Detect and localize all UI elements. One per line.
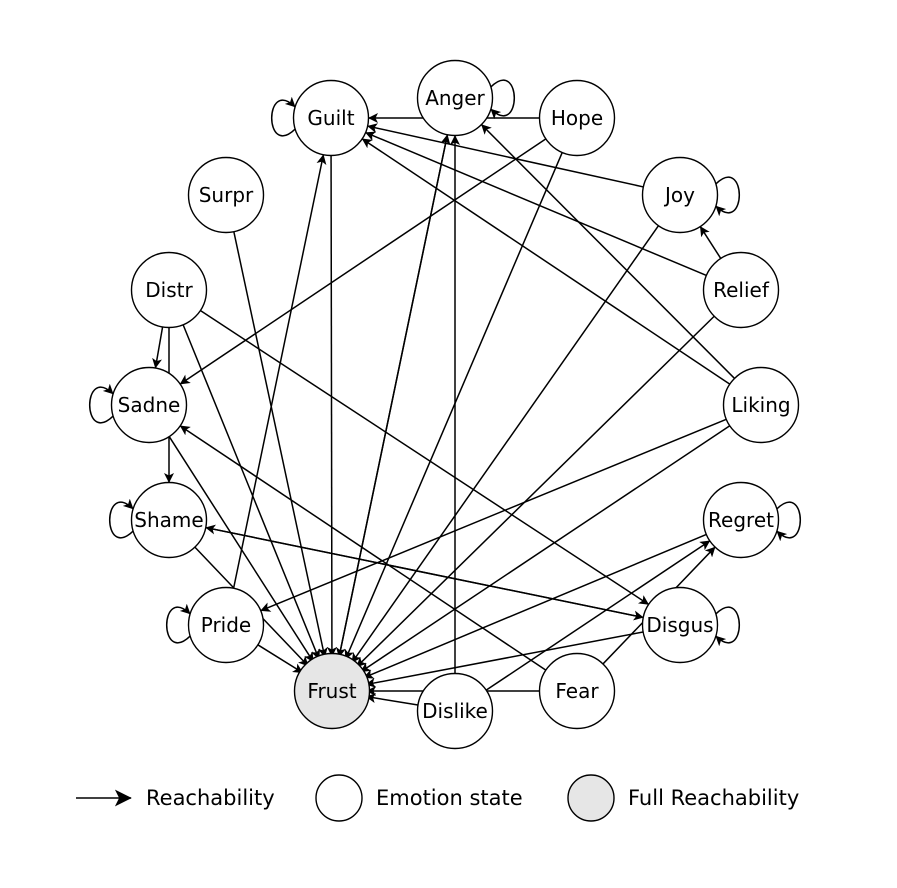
edge-liking-to-anger [480, 124, 736, 379]
node-label-pride: Pride [201, 613, 252, 637]
node-label-relief: Relief [713, 278, 770, 302]
node-label-disgus: Disgus [646, 613, 713, 637]
self-loop-anger [490, 79, 516, 120]
node-label-regret: Regret [708, 508, 774, 532]
edge-dislike-to-regret [485, 540, 711, 691]
edge-joy-to-frust [351, 225, 660, 664]
legend-emotion-state-icon [315, 774, 363, 822]
edge-liking-to-guilt [361, 138, 731, 385]
edge-relief-to-guilt [365, 131, 707, 277]
legend: Reachability Emotion state Full Reachabi… [76, 774, 799, 822]
self-loop-pride [165, 603, 191, 644]
node-label-shame: Shame [134, 508, 203, 532]
node-surpr: Surpr [187, 156, 265, 234]
node-circle-frust [293, 652, 371, 730]
edge-liking-to-frust [360, 425, 731, 673]
node-label-distr: Distr [145, 278, 193, 302]
node-label-liking: Liking [731, 393, 790, 417]
edge-joy-to-guilt [367, 123, 644, 188]
edge-distr-to-disgus [199, 309, 650, 606]
self-loop-regret [776, 501, 802, 542]
node-pride: Pride [187, 586, 265, 664]
legend-emotion-state-label: Emotion state [376, 786, 523, 810]
node-fear: Fear [538, 652, 616, 730]
node-label-anger: Anger [425, 86, 485, 110]
node-label-frust: Frust [307, 679, 356, 703]
node-joy: Joy [641, 156, 719, 234]
node-circle-dislike [416, 672, 494, 750]
node-sadne: Sadne [110, 366, 188, 444]
node-label-dislike: Dislike [422, 699, 488, 723]
node-circle-disgus [641, 586, 719, 664]
node-label-guilt: Guilt [307, 106, 354, 130]
edge-guilt-to-frust [326, 155, 337, 658]
node-label-hope: Hope [551, 106, 603, 130]
edge-disgus-to-frust [365, 631, 644, 688]
node-circle-pride [187, 586, 265, 664]
node-circle-relief [702, 251, 780, 329]
self-loops-layer [88, 79, 802, 647]
node-disgus: Disgus [641, 586, 719, 664]
legend-full-reachability-icon [567, 774, 615, 822]
node-circle-sadne [110, 366, 188, 444]
edge-hope-to-frust [344, 152, 563, 660]
edge-pride-to-frust [257, 644, 304, 674]
edge-relief-to-frust [356, 315, 715, 668]
edge-dislike-to-frust [365, 693, 419, 706]
node-label-joy: Joy [663, 183, 695, 207]
node-guilt: Guilt [292, 79, 370, 157]
node-relief: Relief [702, 251, 780, 329]
node-circle-regret [702, 481, 780, 559]
edge-pride-to-guilt [232, 154, 327, 589]
node-distr: Distr [130, 251, 208, 329]
self-loop-joy [715, 176, 741, 217]
self-loop-disgus [715, 606, 741, 647]
node-liking: Liking [722, 366, 800, 444]
node-circle-joy [641, 156, 719, 234]
self-loop-guilt [270, 96, 296, 137]
node-circle-liking [722, 366, 800, 444]
node-shame: Shame [130, 481, 208, 559]
legend-reachability-label: Reachability [146, 786, 275, 810]
edge-relief-to-joy [699, 226, 722, 259]
node-regret: Regret [702, 481, 780, 559]
node-circle-distr [130, 251, 208, 329]
node-circle-guilt [292, 79, 370, 157]
edges-layer [152, 113, 736, 706]
node-circle-shame [130, 481, 208, 559]
edge-shame-to-disgus [205, 526, 644, 621]
node-circle-anger [416, 59, 494, 137]
node-dislike: Dislike [416, 672, 494, 750]
edge-frust-to-anger [338, 134, 451, 655]
edge-surpr-to-frust [233, 231, 328, 658]
edge-liking-to-pride [260, 418, 727, 612]
node-label-sadne: Sadne [118, 393, 181, 417]
node-anger: Anger [416, 59, 494, 137]
edge-hope-to-sadne [179, 138, 547, 385]
edge-distr-to-sadne [152, 326, 164, 369]
node-circle-fear [538, 652, 616, 730]
node-label-fear: Fear [555, 679, 599, 703]
edge-distr-to-frust [182, 324, 321, 660]
node-circle-hope [538, 79, 616, 157]
node-hope: Hope [538, 79, 616, 157]
node-frust: Frust [293, 652, 371, 730]
self-loop-sadne [88, 383, 114, 424]
self-loop-shame [108, 498, 134, 539]
node-label-surpr: Surpr [199, 183, 254, 207]
node-circle-surpr [187, 156, 265, 234]
edge-regret-to-frust [363, 533, 707, 679]
edge-fear-to-sadne [179, 425, 547, 671]
legend-full-reachability-label: Full Reachability [628, 786, 799, 810]
